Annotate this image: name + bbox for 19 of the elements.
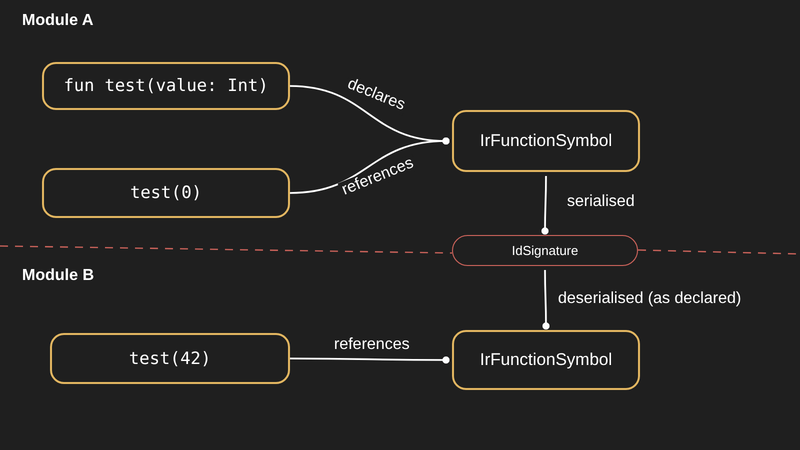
process-box	[42, 168, 290, 218]
node-text: test(0)	[130, 183, 202, 203]
node-text: fun test(value: Int)	[64, 76, 268, 96]
process-box	[452, 330, 640, 390]
connector	[290, 356, 450, 364]
node-text: IrFunctionSymbol	[480, 131, 612, 151]
process-box	[42, 62, 290, 110]
signature-box	[452, 235, 638, 266]
node-text: IdSignature	[512, 243, 578, 258]
edge-label: deserialised (as declared)	[556, 290, 744, 308]
connector	[290, 137, 450, 194]
node-text: test(42)	[129, 348, 211, 368]
process-box	[50, 333, 290, 384]
connector	[542, 270, 550, 330]
section-heading: Module B	[22, 267, 94, 285]
process-box	[452, 110, 640, 172]
section-heading: Module A	[22, 12, 94, 30]
connector	[541, 176, 549, 235]
node-text: IrFunctionSymbol	[480, 350, 612, 370]
